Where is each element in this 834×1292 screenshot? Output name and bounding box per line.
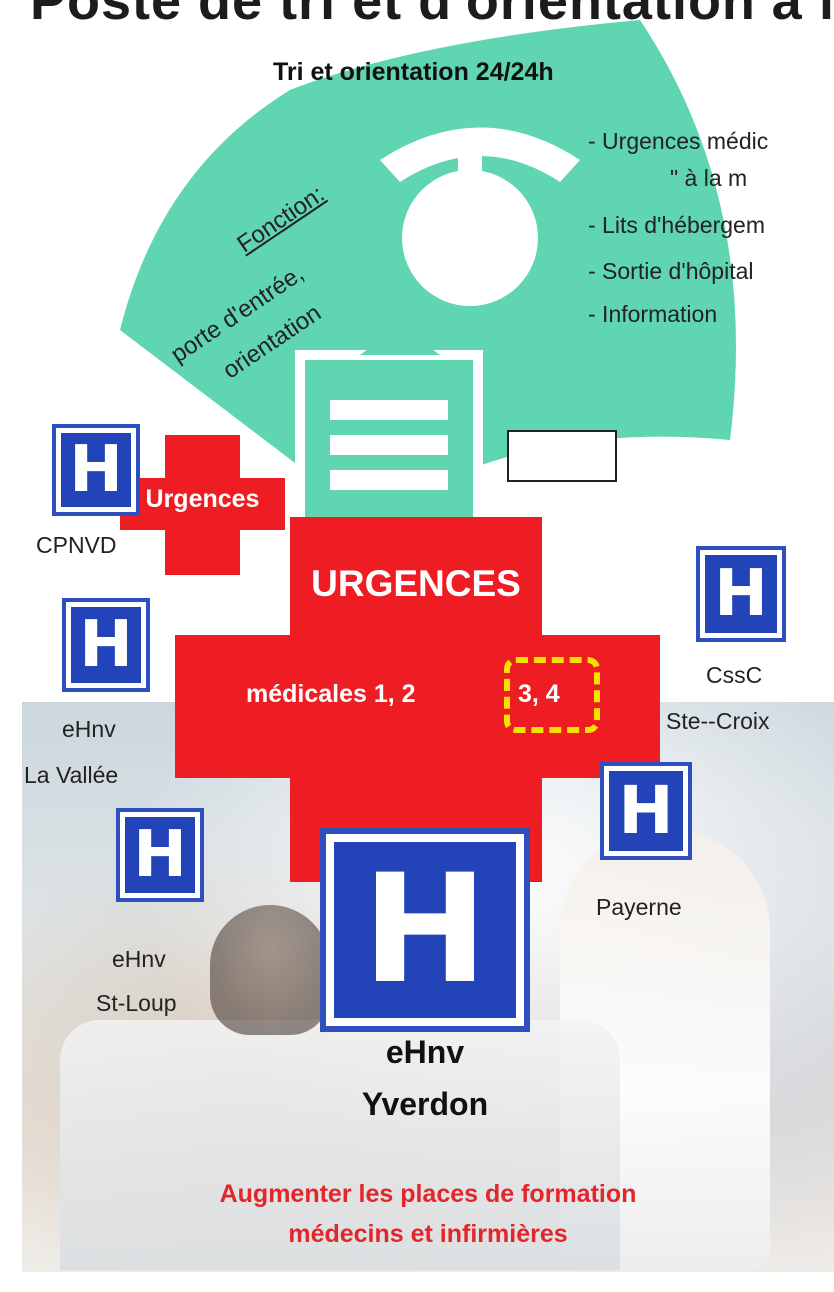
sign-letter: H: [618, 772, 674, 849]
hospital-sign-icon: H: [116, 808, 204, 902]
label-cssc-2: Ste--Croix: [666, 708, 770, 734]
list-item: - Information: [588, 301, 718, 327]
hospital-sign-icon: H: [696, 546, 786, 642]
label-stloup-2: St-Loup: [96, 990, 177, 1016]
label-payerne: Payerne: [596, 894, 682, 920]
clipboard-icon: [295, 325, 483, 530]
label-stloup-1: eHnv: [112, 946, 166, 972]
label-vallee-1: eHnv: [62, 716, 116, 742]
list-item: - Lits d'hébergem: [588, 212, 765, 238]
big-cross-title: URGENCES: [311, 563, 521, 604]
sign-letter: H: [69, 433, 123, 507]
header-strip: Poste de tri et d'orientation à l'hôpita…: [0, 0, 834, 22]
small-cross-label: Urgences: [145, 485, 260, 513]
label-yverdon-1: eHnv: [385, 1034, 465, 1070]
photo-patient: [210, 905, 330, 1035]
sign-letter: H: [714, 557, 768, 631]
photo-bed: [60, 1020, 620, 1270]
label-yverdon-2: Yverdon: [361, 1086, 489, 1122]
list-item: - Sortie d'hôpital: [588, 258, 754, 284]
list-item: - Urgences médic: [588, 128, 769, 154]
triage-fan: [120, 20, 736, 530]
sign-letter: H: [133, 818, 187, 892]
sign-letter: H: [79, 608, 133, 682]
hospital-sign-icon: H: [52, 424, 140, 516]
stopwatch-icon: [380, 127, 580, 306]
hospital-sign-large-icon: H: [320, 828, 530, 1032]
sign-letter: H: [362, 843, 488, 1017]
fan-title: Tri et orientation 24/24h: [273, 58, 554, 86]
footer-line1: Augmenter les places de formation: [219, 1180, 637, 1208]
big-cross-subtitle: médicales 1, 2: [246, 680, 416, 708]
hospital-sign-icon: H: [600, 762, 692, 860]
label-cpnvd: CPNVD: [36, 532, 117, 558]
small-cross-horizontal: [120, 478, 285, 530]
highlight-text: 3, 4: [518, 680, 560, 708]
footer-line2: médecins et infirmières: [288, 1220, 568, 1248]
empty-box: [507, 430, 617, 482]
label-vallee-2: La Vallée: [24, 762, 119, 788]
hospital-sign-icon: H: [62, 598, 150, 692]
highlight-frame: [504, 657, 600, 733]
list-item: " à la m: [670, 165, 748, 191]
header-title: Poste de tri et d'orientation à l'hôpita…: [30, 0, 834, 22]
label-cssc-1: CssC: [706, 662, 763, 688]
